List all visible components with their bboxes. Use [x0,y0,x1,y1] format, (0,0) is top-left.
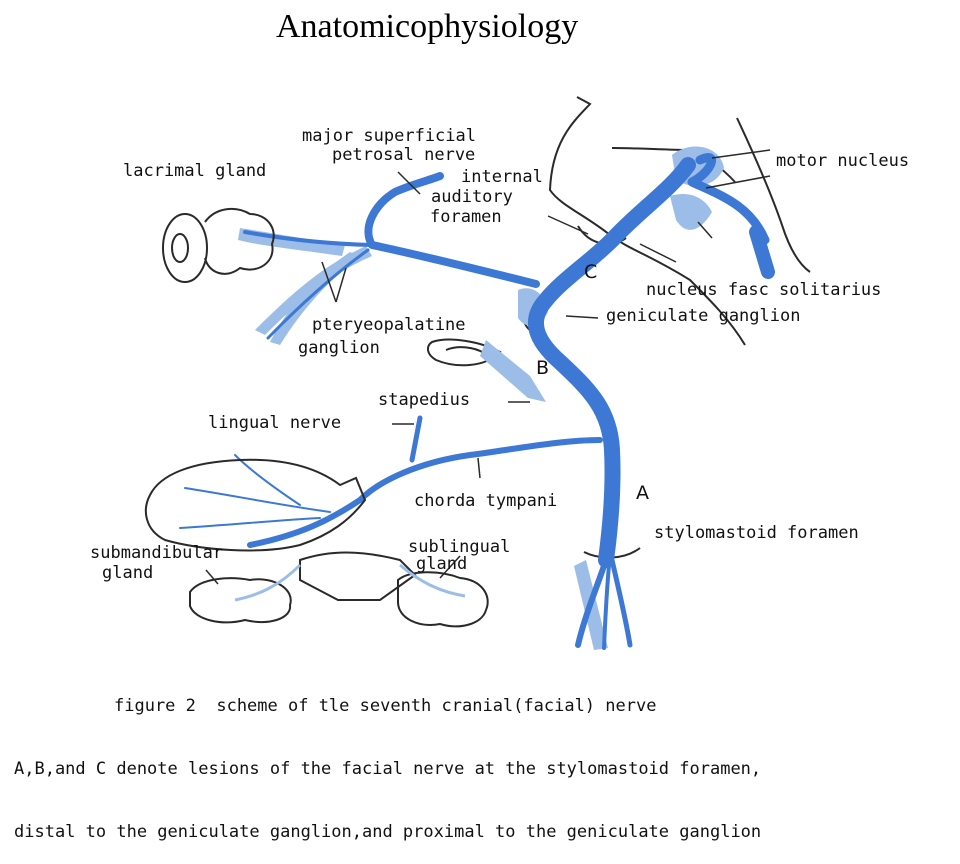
lacrimal-branch [243,230,374,247]
label-nucleus-fasc: nucleus fasc solitarius [646,280,882,300]
submandibular-branch-2 [179,517,321,529]
solitarius-bar [749,225,775,279]
lesion-label-b: B [536,357,550,379]
leader-solitarius-1 [705,175,771,189]
leader-sublingual [439,555,461,579]
label-internal: internal [461,167,543,187]
label-sublingual-gland: gland [416,554,468,574]
label-chorda-tympani: chorda tympani [414,491,558,511]
figure-caption: figure 2 scheme of tle seventh cranial(f… [14,654,954,864]
leader-internal [547,215,589,235]
lesion-label-c: C [584,261,598,283]
label-motor-nucleus: motor nucleus [776,151,910,171]
sublingual-lobe-right [397,571,489,628]
leader-lines [205,149,771,585]
label-submandibular: submandibular [90,543,224,563]
leader-pterygo-1 [321,261,337,303]
label-auditory: auditory [431,187,513,207]
pterygopalatine-branch [266,248,370,340]
leader-motor [711,149,771,159]
lingual-nerve-branch [409,415,423,463]
leader-chorda [477,457,481,479]
leader-nucleus-fasc [639,243,677,263]
label-lingual-nerve: lingual nerve [208,413,342,433]
caption-line-2: A,B,and C denote lesions of the facial n… [14,759,762,779]
submandibular-branch-1 [184,487,331,513]
stylomastoid-branches-2 [609,557,633,648]
submandibular-outline [144,458,367,552]
stylomastoid-branches-1 [575,557,609,648]
main-trunk [527,157,696,568]
facial-nerve-diagram [144,96,811,650]
submandibular-duct [234,563,302,602]
label-sublingual: sublingual [408,537,511,557]
brainstem-outline-right [736,117,811,273]
label-major-superficial: major superficial [302,126,476,146]
label-petrosal-nerve: petrosal nerve [332,145,476,165]
label-geniculate-ganglion: geniculate ganglion [606,306,801,326]
label-submandibular-gland: gland [102,563,154,583]
leader-submandibular [205,569,219,585]
label-stapedius: stapedius [378,390,471,410]
stapedius-inner [445,346,485,354]
nerve-branches [179,153,775,650]
label-foramen: foramen [430,207,502,227]
label-lacrimal-gland: lacrimal gland [123,161,267,181]
gland-ducts [234,563,466,602]
salivary-base [299,551,417,601]
leader-geniculate [565,315,599,319]
solitarius-shade [670,193,712,230]
sublingual-duct [399,563,466,598]
lacrimal-lobes [204,207,275,275]
label-pteryeopalatine: pteryeopalatine [312,315,466,335]
lesion-label-a: A [636,482,649,504]
label-stylomastoid-foramen: stylomastoid foramen [654,523,859,543]
motor-loop [687,153,770,245]
lacrimal-gland [162,207,275,283]
label-ganglion: ganglion [298,338,380,358]
stapedius-shade [480,340,546,402]
eye-iris [171,233,189,263]
caption-line-1: figure 2 scheme of tle seventh cranial(f… [114,696,657,716]
stapedius-muscle [426,338,502,367]
caption-line-3: distal to the geniculate ganglion,and pr… [14,822,762,842]
pterygo-branch-shade-2 [270,252,360,345]
stylomastoid-branches-3 [602,563,611,650]
chorda-tympani [247,437,603,548]
submandibular-gland [144,458,489,628]
leader-pterygo-2 [335,267,347,303]
leader-petrosal [397,171,421,195]
superficial-petrosal [364,172,540,288]
eyeball [162,213,208,283]
leader-solitarius-2 [697,221,713,239]
submandibular-lobe-left [189,577,292,624]
slide-title: Anatomicophysiology [276,8,579,45]
